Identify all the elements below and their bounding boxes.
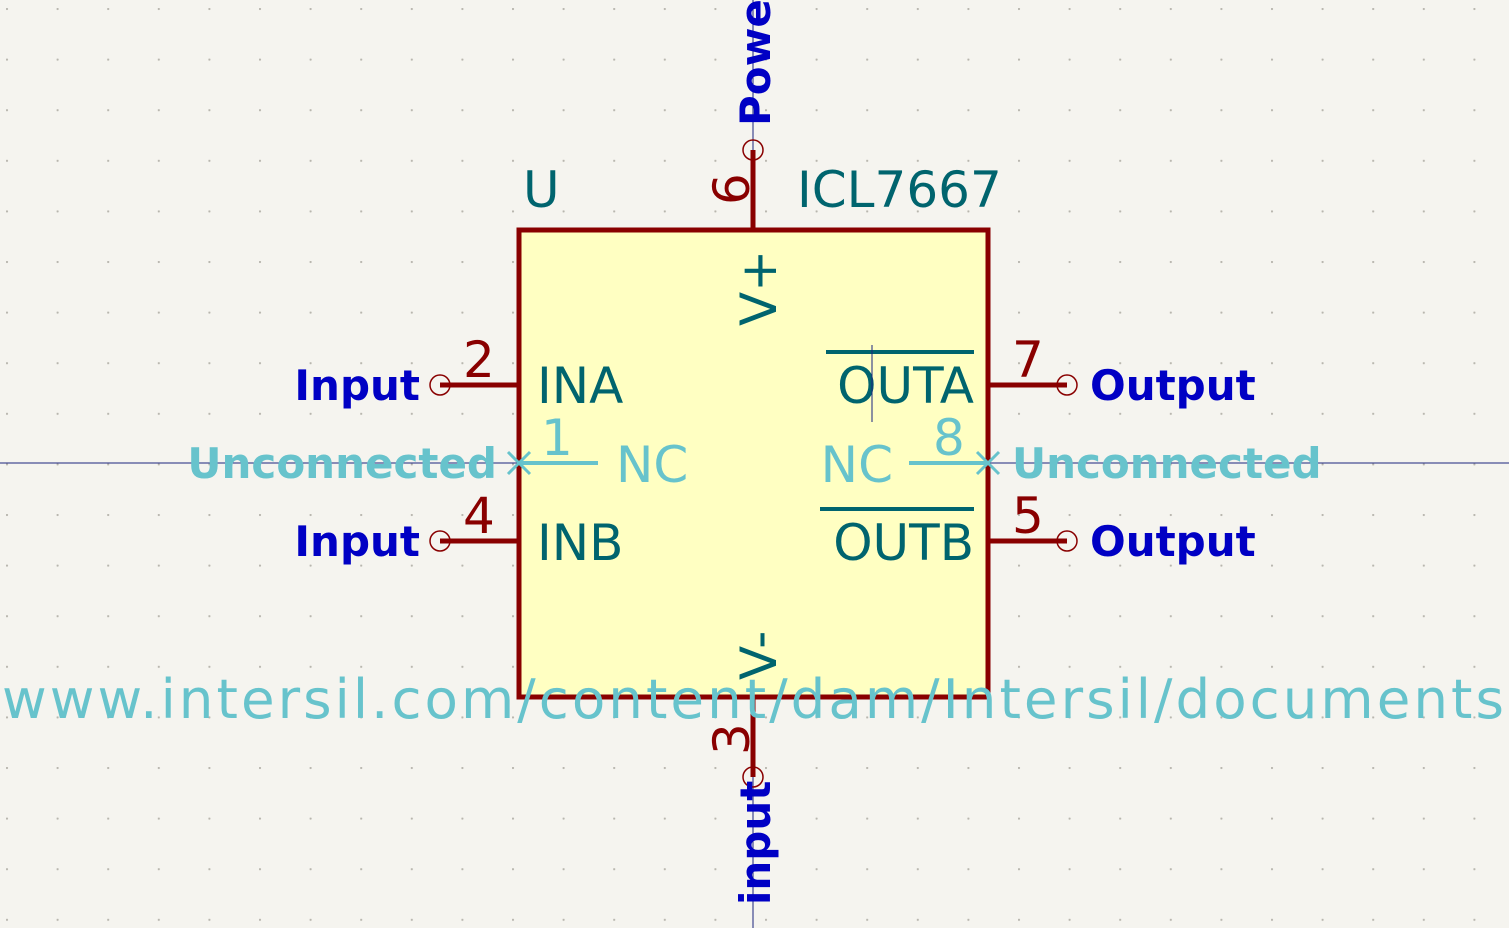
pin-3[interactable]: 3 V- input [703, 631, 788, 905]
pin-5-endpoint[interactable] [1056, 530, 1078, 552]
component-value[interactable]: ICL7667 [797, 161, 1002, 219]
pin-2[interactable]: 2 INA Input [294, 331, 623, 415]
pin-5[interactable]: 5 OUTB Output [820, 487, 1256, 572]
pin-2-type: Input [294, 361, 420, 410]
pin-6-type: Power [731, 0, 780, 126]
pin-1-name: NC [616, 436, 688, 494]
pin-5-number: 5 [1012, 487, 1044, 545]
pin-6[interactable]: 6 V+ Power [703, 0, 788, 326]
pin-3-name: V- [730, 631, 788, 680]
pin-6-endpoint[interactable] [742, 139, 764, 161]
pin-4-name: INB [537, 514, 623, 572]
pin-7-number: 7 [1012, 331, 1044, 389]
pin-8-no-connect-mark-b [975, 450, 1001, 476]
pin-1-type: Unconnected [187, 439, 497, 488]
pin-8[interactable]: 8 NC Unconnected [821, 409, 1322, 494]
pin-7-name: OUTA [837, 357, 974, 415]
pin-5-type: Output [1090, 517, 1256, 566]
pin-8-type: Unconnected [1012, 439, 1322, 488]
pin-8-name: NC [821, 436, 893, 494]
pin-5-name: OUTB [833, 514, 974, 572]
reference-designator[interactable]: U [523, 161, 560, 219]
pin-8-number: 8 [933, 409, 965, 467]
pin-1-number: 1 [541, 409, 573, 467]
pin-1[interactable]: 1 NC Unconnected [187, 409, 688, 494]
pin-6-name: V+ [730, 250, 788, 326]
pin-3-type: input [731, 781, 780, 905]
pin-4-endpoint[interactable] [429, 530, 451, 552]
pin-3-endpoint[interactable] [742, 766, 764, 788]
datasheet-field[interactable]: www.intersil.com/content/dam/Intersil/do… [2, 668, 1507, 731]
pin-3-number: 3 [703, 723, 761, 755]
pin-6-number: 6 [703, 173, 761, 205]
pin-4-number: 4 [463, 487, 495, 545]
pin-2-number: 2 [463, 331, 495, 389]
pin-7[interactable]: 7 OUTA Output [826, 331, 1256, 415]
pin-7-type: Output [1090, 361, 1256, 410]
pin-1-no-connect-mark-b [506, 450, 532, 476]
pin-4[interactable]: 4 INB Input [294, 487, 623, 572]
pin-2-endpoint[interactable] [429, 374, 451, 396]
pin-7-endpoint[interactable] [1056, 374, 1078, 396]
pin-2-name: INA [537, 357, 623, 415]
pin-4-type: Input [294, 517, 420, 566]
